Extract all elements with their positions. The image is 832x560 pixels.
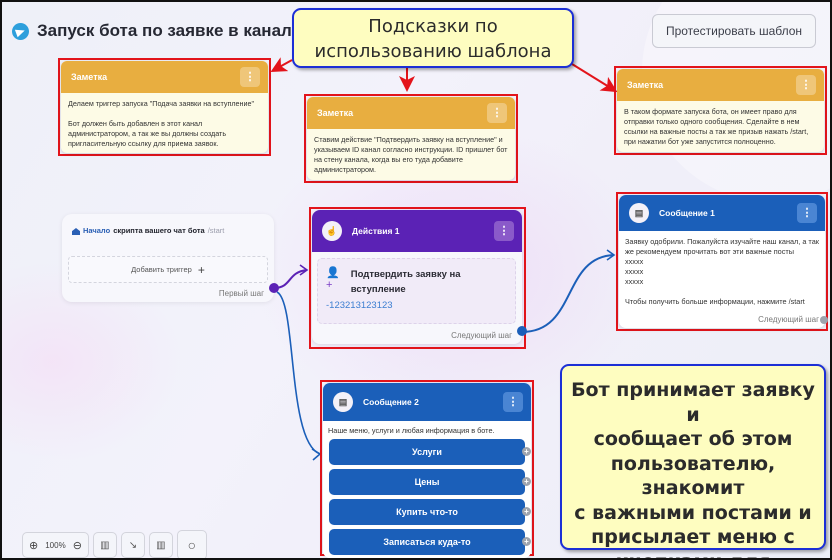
callout-line: присылает меню с bbox=[591, 526, 795, 548]
start-command: /start bbox=[207, 226, 225, 235]
kebab-menu-icon[interactable]: ⋮ bbox=[240, 67, 260, 87]
add-connection-icon[interactable]: + bbox=[522, 537, 531, 546]
hand-pointer-icon: ☝ bbox=[322, 221, 342, 241]
action-title: Подтвердить заявку на вступление bbox=[350, 269, 461, 295]
add-trigger-button[interactable]: Добавить триггер + bbox=[68, 256, 268, 283]
callout-line: с важными постами и bbox=[574, 501, 812, 524]
channel-id: -123213123123 bbox=[326, 300, 393, 311]
kebab-menu-icon[interactable]: ⋮ bbox=[796, 75, 816, 95]
note-title: Заметка bbox=[71, 72, 108, 82]
note-title: Заметка bbox=[627, 80, 664, 90]
highlight-box bbox=[304, 94, 518, 183]
document-icon: ▤ bbox=[629, 203, 649, 223]
kebab-menu-icon[interactable]: ⋮ bbox=[487, 103, 507, 123]
menu-button-label: Услуги bbox=[412, 447, 442, 457]
search-icon[interactable]: ○ bbox=[176, 530, 207, 558]
page-title: Запуск бота по заявке в канал bbox=[12, 21, 292, 41]
highlight-box bbox=[58, 58, 271, 156]
note-body: Ставим действие "Подтвердить заявку на в… bbox=[314, 135, 508, 174]
zoom-out-icon[interactable]: ⊖ bbox=[72, 539, 82, 552]
first-step-label: Первый шаг bbox=[218, 289, 264, 298]
message-node-1[interactable]: ▤ Сообщение 1 ⋮ Заявку одобрили. Пожалуй… bbox=[619, 195, 825, 328]
first-step-connector-handle[interactable] bbox=[269, 283, 279, 293]
callout-line: Бот принимает заявку и bbox=[571, 379, 815, 426]
add-connection-icon[interactable]: + bbox=[522, 447, 531, 456]
message-title: Сообщение 2 bbox=[363, 397, 419, 407]
menu-button-signup[interactable]: Записаться куда-то + bbox=[329, 529, 531, 555]
start-label: Начало bbox=[83, 226, 111, 235]
bar-chart-icon[interactable]: ▥ bbox=[92, 532, 117, 558]
note-body: Делаем триггер запуска "Подача заявки на… bbox=[68, 99, 255, 148]
message-title: Сообщение 1 bbox=[659, 208, 715, 218]
start-node-title: Начало скрипта вашего чат бота /start bbox=[72, 226, 224, 235]
bar-chart-icon-2[interactable]: ▥ bbox=[148, 532, 173, 558]
note-body: В таком формате запуска бота, он имеет п… bbox=[624, 107, 809, 146]
test-template-button[interactable]: Протестировать шаблон bbox=[652, 14, 816, 48]
highlight-box bbox=[309, 207, 526, 349]
action-item[interactable]: 👤+ Подтвердить заявку на вступление -123… bbox=[317, 258, 516, 324]
callout-line: пользователю, знакомит bbox=[610, 452, 776, 500]
message-body: Заявку одобрили. Пожалуйста изучайте наш… bbox=[625, 237, 819, 306]
next-step-connector-handle[interactable] bbox=[820, 316, 828, 324]
user-plus-icon: 👤+ bbox=[326, 267, 340, 291]
home-icon bbox=[72, 228, 80, 235]
kebab-menu-icon[interactable]: ⋮ bbox=[503, 392, 523, 412]
next-step-label: Следующий шаг bbox=[451, 331, 512, 340]
callout-line: использованию шаблона bbox=[314, 41, 552, 62]
message-body: Наше меню, услуги и любая информация в б… bbox=[328, 426, 495, 435]
next-step-label: Следующий шаг bbox=[758, 315, 819, 324]
note-card-2[interactable]: Заметка ⋮ Ставим действие "Подтвердить з… bbox=[307, 97, 515, 180]
plus-icon: + bbox=[197, 262, 205, 277]
telegram-icon bbox=[12, 22, 29, 40]
menu-button-label: Записаться куда-то bbox=[383, 537, 471, 547]
message-node-2[interactable]: ▤ Сообщение 2 ⋮ Наше меню, услуги и люба… bbox=[323, 383, 531, 558]
start-node[interactable]: Начало скрипта вашего чат бота /start До… bbox=[62, 214, 274, 302]
hint-callout-top: Подсказки по использованию шаблона bbox=[292, 8, 574, 68]
menu-button-label: Цены bbox=[414, 477, 440, 487]
next-step-connector-handle[interactable] bbox=[517, 326, 527, 336]
menu-button-label: Купить что-то bbox=[396, 507, 458, 517]
action-node-title: Действия 1 bbox=[352, 226, 400, 236]
highlight-box bbox=[614, 66, 827, 155]
menu-button-services[interactable]: Услуги + bbox=[329, 439, 531, 465]
zoom-in-icon[interactable]: ⊕ bbox=[29, 539, 39, 552]
fit-view-icon[interactable]: ↘ bbox=[120, 532, 145, 558]
action-node[interactable]: ☝ Действия 1 ⋮ 👤+ Подтвердить заявку на … bbox=[312, 210, 522, 344]
document-icon: ▤ bbox=[333, 392, 353, 412]
callout-line: Подсказки по bbox=[368, 16, 498, 37]
page-title-text: Запуск бота по заявке в канал bbox=[37, 21, 292, 40]
add-trigger-label: Добавить триггер bbox=[131, 265, 192, 274]
highlight-box bbox=[616, 192, 828, 331]
note-card-3[interactable]: Заметка ⋮ В таком формате запуска бота, … bbox=[617, 69, 824, 152]
kebab-menu-icon[interactable]: ⋮ bbox=[494, 221, 514, 241]
note-card-1[interactable]: Заметка ⋮ Делаем триггер запуска "Подача… bbox=[61, 61, 268, 153]
zoom-level: 100% bbox=[45, 540, 66, 550]
start-label-desc: скрипта вашего чат бота bbox=[113, 226, 205, 235]
kebab-menu-icon[interactable]: ⋮ bbox=[797, 203, 817, 223]
callout-line: сообщает об этом bbox=[593, 428, 793, 450]
callout-line: кнопками для bbox=[562, 550, 824, 559]
menu-button-prices[interactable]: Цены + bbox=[329, 469, 531, 495]
hint-callout-bottom: Бот принимает заявку и сообщает об этом … bbox=[560, 364, 826, 558]
note-title: Заметка bbox=[317, 108, 354, 118]
zoom-control-group: ⊕ 100% ⊖ bbox=[22, 532, 89, 558]
menu-button-buy[interactable]: Купить что-то + bbox=[329, 499, 531, 525]
zoom-toolbar: ⊕ 100% ⊖ ▥ ↘ ▥ ○ bbox=[22, 530, 207, 558]
add-connection-icon[interactable]: + bbox=[522, 477, 531, 486]
add-connection-icon[interactable]: + bbox=[522, 507, 531, 516]
